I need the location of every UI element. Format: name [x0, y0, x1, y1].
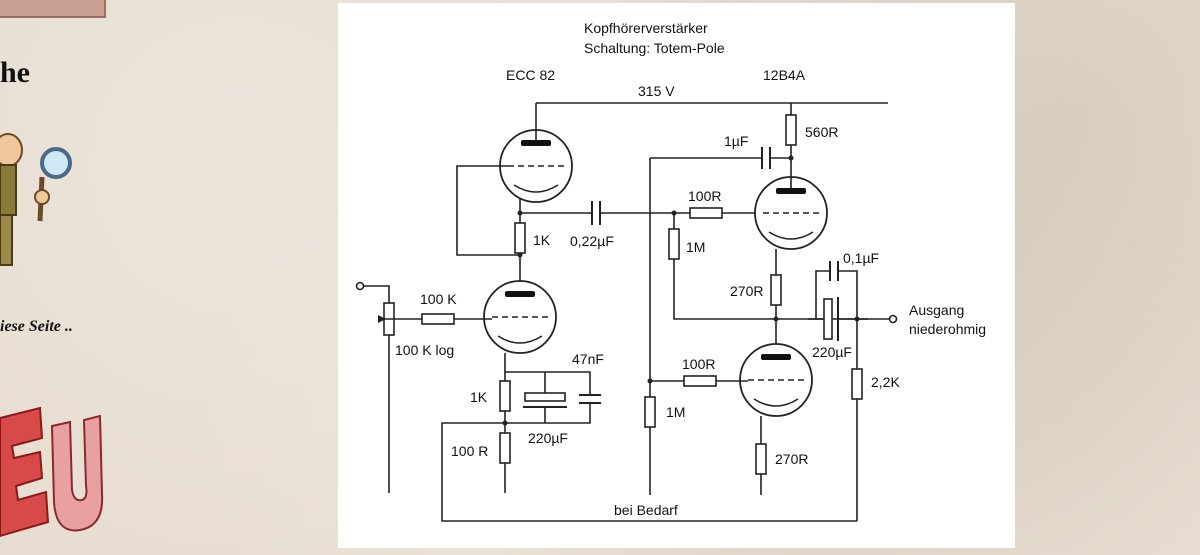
label-100r-cathode: 100 R — [451, 443, 488, 459]
resistor-1k-cathode — [499, 380, 511, 412]
tube-label-ecc82: ECC 82 — [506, 67, 555, 83]
label-cap-47nF: 47nF — [572, 351, 604, 367]
label-cap-220uF-output: 220µF — [812, 344, 852, 360]
resistor-2k2 — [851, 368, 863, 400]
label-output-1: Ausgang — [909, 302, 964, 318]
label-pot-100k: 100 K log — [395, 342, 454, 358]
label-optional-feedback: bei Bedarf — [614, 502, 678, 518]
resistor-100r-upper — [689, 207, 723, 219]
resistor-560r — [785, 114, 797, 146]
label-560r: 560R — [805, 124, 838, 140]
tube-v1-upper — [499, 129, 573, 203]
label-270r-lower: 270R — [775, 451, 808, 467]
label-270r-upper: 270R — [730, 283, 763, 299]
sidebar-caption: iese Seite .. — [0, 318, 73, 335]
resistor-1m-lower — [644, 396, 656, 428]
label-100r-upper: 100R — [688, 188, 721, 204]
resistor-100r-lower — [683, 375, 717, 387]
top-banner-image — [0, 0, 106, 18]
label-1m-upper: 1M — [686, 239, 705, 255]
tube-v2-lower — [739, 343, 813, 417]
resistor-1k-top — [514, 222, 526, 254]
tube-v2-upper — [754, 176, 828, 250]
label-1m-lower: 1M — [666, 404, 685, 420]
schematic-subtitle: Schaltung: Totem-Pole — [584, 40, 725, 56]
resistor-1m-upper — [668, 228, 680, 260]
label-output-2: niederohmig — [909, 321, 986, 337]
sidebar-heading: he — [0, 56, 30, 89]
amplifier-schematic: Kopfhörerverstärker Schaltung: Totem-Pol… — [355, 20, 986, 522]
resistor-270r-upper — [770, 274, 782, 306]
label-2k2: 2,2K — [871, 374, 900, 390]
schematic-title: Kopfhörerverstärker — [584, 20, 708, 36]
cap-220uF-cathode — [524, 392, 566, 402]
tube-label-12b4a: 12B4A — [763, 67, 806, 83]
tube-v1-lower — [483, 280, 557, 354]
schematic-panel: Kopfhörerverstärker Schaltung: Totem-Pol… — [338, 3, 1015, 548]
label-1uF: 1µF — [724, 133, 748, 149]
label-1k-top: 1K — [533, 232, 551, 248]
detective-magnifier-icon — [0, 133, 72, 266]
label-cap-022uF: 0,22µF — [570, 233, 614, 249]
resistor-100r-cathode — [499, 432, 511, 464]
resistor-100k — [421, 313, 455, 325]
input-terminal — [355, 281, 365, 291]
label-1k-cathode: 1K — [470, 389, 488, 405]
eu-3d-logo — [0, 406, 104, 538]
cap-220uF-output — [823, 298, 833, 340]
feedback-loop-wire — [441, 422, 857, 522]
label-100k: 100 K — [420, 291, 457, 307]
label-cap-220uF-cathode: 220µF — [528, 430, 568, 446]
label-100r-lower: 100R — [682, 356, 715, 372]
label-cap-01uF: 0,1µF — [843, 250, 879, 266]
output-terminal — [888, 314, 898, 324]
resistor-270r-lower — [755, 443, 767, 475]
supply-voltage-label: 315 V — [638, 83, 675, 99]
